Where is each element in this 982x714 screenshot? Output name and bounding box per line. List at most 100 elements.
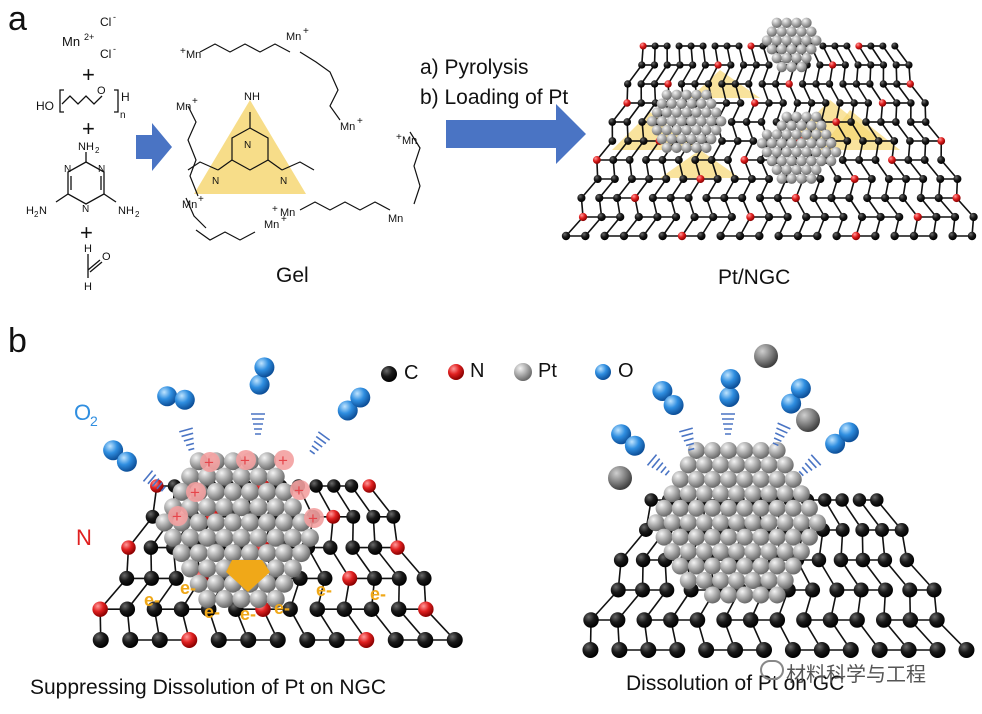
- platinum-atom: [232, 590, 251, 608]
- carbon-atom: [727, 642, 744, 658]
- electron-symbol: e-: [204, 602, 220, 622]
- platinum-atom: [198, 528, 217, 547]
- carbon-atom: [898, 193, 908, 203]
- peg-structure: [59, 89, 119, 113]
- carbon-atom: [765, 99, 773, 107]
- carbon-atom: [936, 174, 945, 184]
- carbon-atom: [119, 570, 135, 586]
- platinum-atom: [695, 456, 713, 474]
- gel-structure: + Mn Mn + Mn + Mn + Mn + Mn + + Mn Mn + …: [176, 26, 421, 241]
- platinum-atom: [728, 572, 746, 589]
- arrow-to-gel: [136, 123, 172, 171]
- platinum-atom: [172, 482, 191, 501]
- carbon-atom: [921, 137, 930, 145]
- platinum-atom: [215, 590, 234, 608]
- carbon-atom: [689, 61, 697, 69]
- platinum-atom: [671, 107, 682, 118]
- carbon-atom: [755, 231, 764, 241]
- carbon-atom: [867, 174, 876, 184]
- carbon-atom: [921, 99, 929, 107]
- carbon-atom: [636, 612, 653, 628]
- oxygen-atom: [157, 386, 178, 407]
- carbon-atom: [146, 601, 163, 617]
- carbon-atom: [796, 612, 812, 628]
- carbon-atom: [595, 193, 604, 203]
- carbon-atom: [677, 80, 686, 88]
- carbon-atom: [841, 61, 849, 69]
- carbon-atom: [616, 212, 625, 222]
- carbon-atom: [906, 118, 915, 126]
- carbon-atom: [168, 570, 184, 586]
- nitrogen-atom: [696, 174, 705, 184]
- carbon-atom: [92, 632, 109, 648]
- platinum-atom: [768, 441, 786, 459]
- melamine-nh2-right: NH: [118, 205, 134, 217]
- carbon-atom: [811, 552, 827, 568]
- platinum-atom: [275, 574, 294, 593]
- platinum-atom: [691, 142, 702, 154]
- legend-label-c: C: [404, 362, 419, 384]
- platinum-atom: [801, 35, 812, 46]
- carbon-atom: [663, 612, 679, 628]
- carbon-atom: [967, 231, 977, 241]
- carbon-atom: [367, 570, 382, 586]
- platinum-atom: [701, 107, 712, 118]
- carbon-atom: [282, 601, 298, 617]
- positive-charge-marker: [236, 450, 256, 470]
- carbon-atom: [881, 193, 890, 203]
- legend-label-pt: Pt: [538, 360, 557, 382]
- carbon-atom: [850, 99, 858, 107]
- carbon-atom: [859, 137, 867, 145]
- reactants-column: Mn 2+ Cl - Cl - + HO O H n + NH 2 H 2 N: [26, 12, 140, 293]
- o2-molecule: [719, 369, 741, 407]
- pt-nanoparticle-top: [761, 17, 822, 73]
- plus-symbol: +: [240, 451, 250, 470]
- svg-text:Mn: Mn: [286, 31, 301, 43]
- platinum-atom: [830, 147, 842, 158]
- platinum-atom: [679, 543, 697, 561]
- platinum-atom: [800, 499, 818, 517]
- platinum-atom: [691, 107, 702, 118]
- platinum-atom: [784, 470, 802, 488]
- carbon-atom: [819, 42, 827, 50]
- platinum-atom: [786, 155, 797, 167]
- svg-text:N: N: [64, 164, 71, 175]
- carbon-atom: [336, 601, 353, 617]
- carbon-atom: [645, 174, 654, 184]
- carbon-atom: [756, 642, 772, 658]
- carbon-atom: [852, 493, 867, 507]
- carbon-atom: [862, 118, 870, 126]
- platinum-atom: [776, 456, 794, 474]
- carbon-atom: [877, 552, 893, 568]
- platinum-atom: [198, 467, 217, 486]
- platinum-atom: [791, 35, 802, 46]
- svg-text:Mn: Mn: [280, 207, 295, 219]
- carbon-atom: [309, 601, 326, 617]
- carbon-atom: [839, 212, 848, 222]
- carbon-atom: [816, 174, 825, 184]
- platinum-atom: [198, 590, 217, 608]
- platinum-atom: [786, 61, 797, 73]
- carbon-atom: [609, 156, 618, 164]
- svg-text:H: H: [84, 243, 92, 255]
- carbon-atom: [724, 156, 732, 164]
- svg-text:+: +: [272, 204, 278, 215]
- nitrogen-atom: [878, 99, 887, 107]
- svg-text:2: 2: [95, 146, 100, 155]
- nitrogen-atom: [751, 99, 759, 107]
- dissolved-pt-atom: [754, 344, 778, 368]
- platinum-atom: [681, 125, 692, 136]
- platinum-atom: [704, 470, 722, 488]
- nitrogen-atom: [747, 42, 755, 50]
- platinum-atom: [811, 129, 822, 140]
- panel-a-letter: a: [8, 0, 27, 38]
- platinum-atom: [821, 129, 832, 140]
- carbon-atom: [624, 80, 632, 88]
- carbon-atom: [802, 212, 811, 222]
- ngc-scene: +++++++e-e-e-e-e-e-e-: [92, 357, 463, 648]
- platinum-atom: [206, 513, 225, 532]
- platinum-atom: [771, 147, 783, 158]
- platinum-atom: [655, 528, 673, 546]
- carbon-atom: [920, 156, 929, 164]
- platinum-atom: [164, 528, 183, 547]
